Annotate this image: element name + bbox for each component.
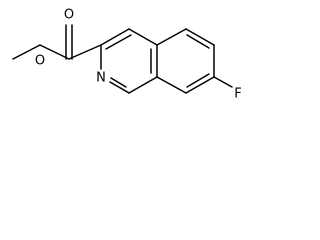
fluorine-label: F [234,87,241,102]
ring-bond-c7-c8 [185,76,215,94]
ring-bond-c5-c6 [185,28,215,46]
ester-oxygen-label: O [35,54,45,69]
ring-bond-c3-c4 [100,28,130,46]
ring-bond-c8-c8a [156,76,187,94]
atom-labels: O O N F [35,8,242,102]
fluorine-bond [213,76,233,88]
ring-bond-c1-n2-inner [110,77,127,88]
molecule-drawing: O O N F [12,8,242,102]
ring-bond-c4a-c5 [156,28,187,46]
carbonyl-oxygen-label: O [64,8,74,23]
ring-bond-c8a-c1 [128,76,158,94]
carbonyl-ring-bond [68,44,102,60]
ring-bond-c5-c6-inner [186,34,210,49]
ring-bond-c3-c4-inner [105,34,132,50]
ester-oxygen-carbonyl-bond [39,44,70,60]
ring-bond-c4-c4a [128,28,158,46]
ring-bond-c1-n2 [109,81,130,94]
methyl-oxygen-bond [12,44,41,60]
ring-bond-c7-c8-inner [186,73,210,88]
chemical-structure: O O N F [0,0,257,136]
bonds [12,24,233,94]
ring-nitrogen-label: N [96,71,106,86]
